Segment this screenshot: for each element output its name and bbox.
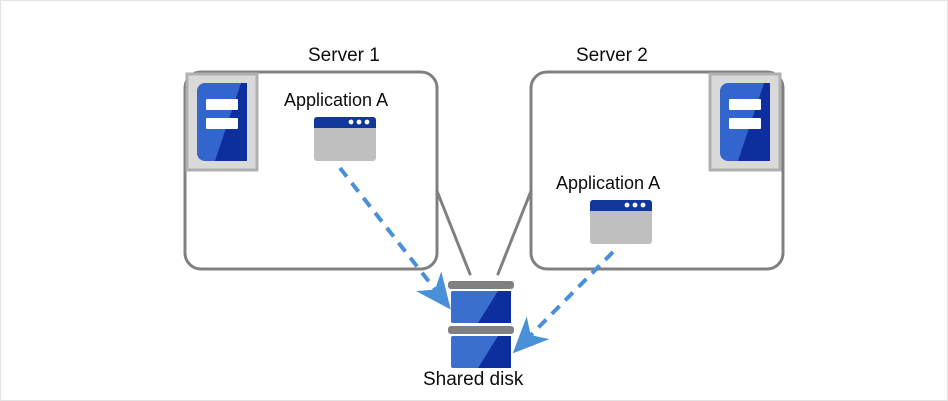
- application-window-icon: [314, 117, 376, 161]
- server-disk-connectors: [435, 189, 533, 276]
- disk-block-lower: [451, 336, 511, 368]
- disk-bar-lower: [448, 326, 514, 334]
- disk-stack-icon: [448, 281, 514, 368]
- server2-application-label: Application A: [556, 173, 661, 193]
- server2-to-disk-link: [496, 189, 533, 276]
- server-icon: [185, 72, 259, 172]
- disk-bar-upper: [448, 281, 514, 289]
- server1-application-label: Application A: [284, 90, 389, 110]
- server2-title: Server 2: [576, 45, 648, 66]
- server1-to-disk-link: [435, 189, 472, 276]
- app-a-server1-access-arrow: [338, 166, 451, 310]
- app-a-server2-access-arrow: [512, 250, 615, 354]
- server1-title: Server 1: [308, 45, 380, 66]
- disk-block-upper: [451, 291, 511, 323]
- server-icon: [708, 72, 782, 172]
- application-window-icon: [590, 200, 652, 244]
- shared-disk-label: Shared disk: [423, 369, 524, 390]
